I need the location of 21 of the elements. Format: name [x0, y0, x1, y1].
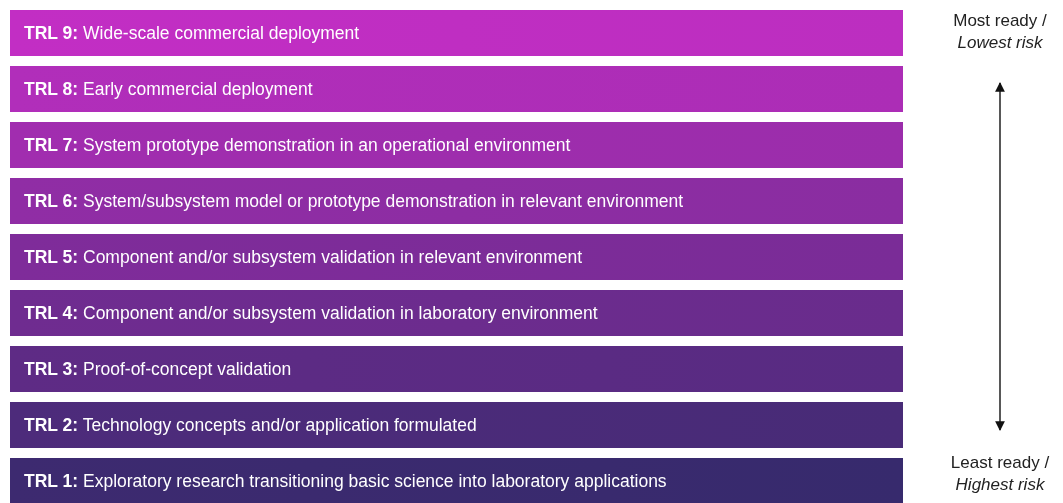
- level-label: TRL 3: Proof-of-concept validation: [24, 358, 292, 380]
- level-bar: [10, 458, 903, 503]
- level-bar: [10, 178, 903, 224]
- double-arrow: [995, 82, 1005, 431]
- level-bar: [10, 122, 903, 168]
- level-label: TRL 5: Component and/or subsystem validation in relevant environment: [24, 246, 582, 268]
- level-label: TRL 2: Technology concepts and/or application formulated: [24, 414, 477, 436]
- level-label: TRL 8: Early commercial deployment: [24, 78, 313, 100]
- level-bar: [10, 402, 903, 448]
- level-bar: [10, 346, 903, 392]
- level-bar: [10, 66, 903, 112]
- level-bar: [10, 234, 903, 280]
- level-bar: [10, 290, 903, 336]
- level-label: TRL 7: System prototype demonstration in an operational environment: [24, 134, 571, 156]
- level-label: TRL 1: Exploratory research transitioning basic science into laboratory applications: [24, 470, 667, 492]
- level-label: TRL 4: Component and/or subsystem validation in laboratory environment: [24, 302, 598, 324]
- scale-label: Most ready / Lowest risk: [925, 10, 1063, 54]
- level-label: TRL 9: Wide-scale commercial deployment: [24, 22, 360, 44]
- scale-label: Least ready / Highest risk: [925, 452, 1063, 496]
- level-label: TRL 6: System/subsystem model or prototype demonstration in relevant environment: [24, 190, 684, 212]
- level-bar: [10, 10, 903, 56]
